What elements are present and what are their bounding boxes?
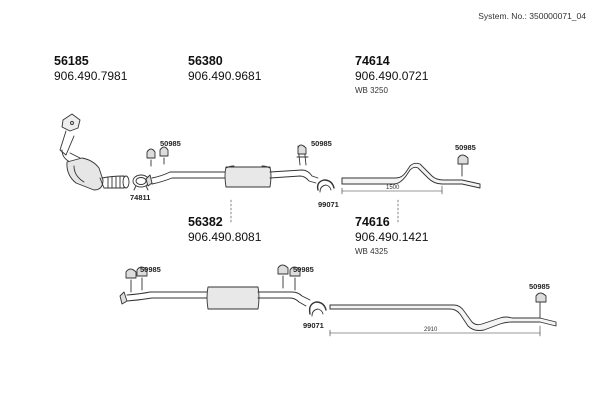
label-clamp-99071-2: 99071: [303, 321, 324, 330]
part-number: 56380: [188, 54, 223, 68]
label-hanger-6: 50985: [529, 282, 550, 291]
part-middle-silencer-long: 56382 906.490.8081: [188, 215, 261, 244]
oem-number: 906.490.0721: [355, 69, 429, 83]
hanger-drawing: [146, 146, 169, 167]
clamp-99071-drawing: [316, 179, 335, 193]
label-hanger-4: 50985: [140, 265, 161, 274]
middle-silencer-56380-drawing: [145, 144, 319, 188]
wheelbase: WB 4325: [355, 247, 388, 256]
dimension-line-long: [329, 325, 541, 337]
part-tail-pipe-short: 74614 906.490.0721 WB 3250: [355, 54, 428, 97]
label-dim-1500: 1500: [386, 185, 400, 191]
part-tail-pipe-long: 74616 906.490.1421 WB 4325: [355, 215, 428, 258]
part-number: 56185: [54, 54, 89, 68]
label-dim-2910: 2910: [424, 327, 438, 333]
dimension-line-short: [341, 185, 443, 195]
part-number: 74614: [355, 54, 390, 68]
oem-number: 906.490.8081: [188, 230, 262, 244]
part-number: 56382: [188, 215, 223, 229]
wheelbase: WB 3250: [355, 86, 388, 95]
label-hanger-5: 50985: [293, 265, 314, 274]
part-middle-silencer-short: 56380 906.490.9681: [188, 54, 261, 83]
tail-pipe-74614-drawing: [341, 154, 481, 189]
part-number: 74616: [355, 215, 390, 229]
part-catalytic-converter: 56185 906.490.7981: [54, 54, 127, 83]
oem-number: 906.490.1421: [355, 230, 429, 244]
label-clamp-99071-1: 99071: [318, 200, 339, 209]
middle-silencer-56382-drawing: [119, 264, 311, 310]
oem-number: 906.490.7981: [54, 69, 128, 83]
catalytic-converter-drawing: [59, 113, 130, 191]
label-hanger-2: 50985: [311, 139, 332, 148]
label-hanger-3: 50985: [455, 143, 476, 152]
tail-pipe-74616-drawing: [329, 292, 557, 331]
clamp-99071-lower-drawing: [308, 301, 327, 317]
oem-number: 906.490.9681: [188, 69, 262, 83]
system-number: System. No.: 350000071_04: [478, 11, 586, 21]
label-clamp-74811: 74811: [130, 193, 150, 202]
label-hanger-1: 50985: [160, 139, 181, 148]
